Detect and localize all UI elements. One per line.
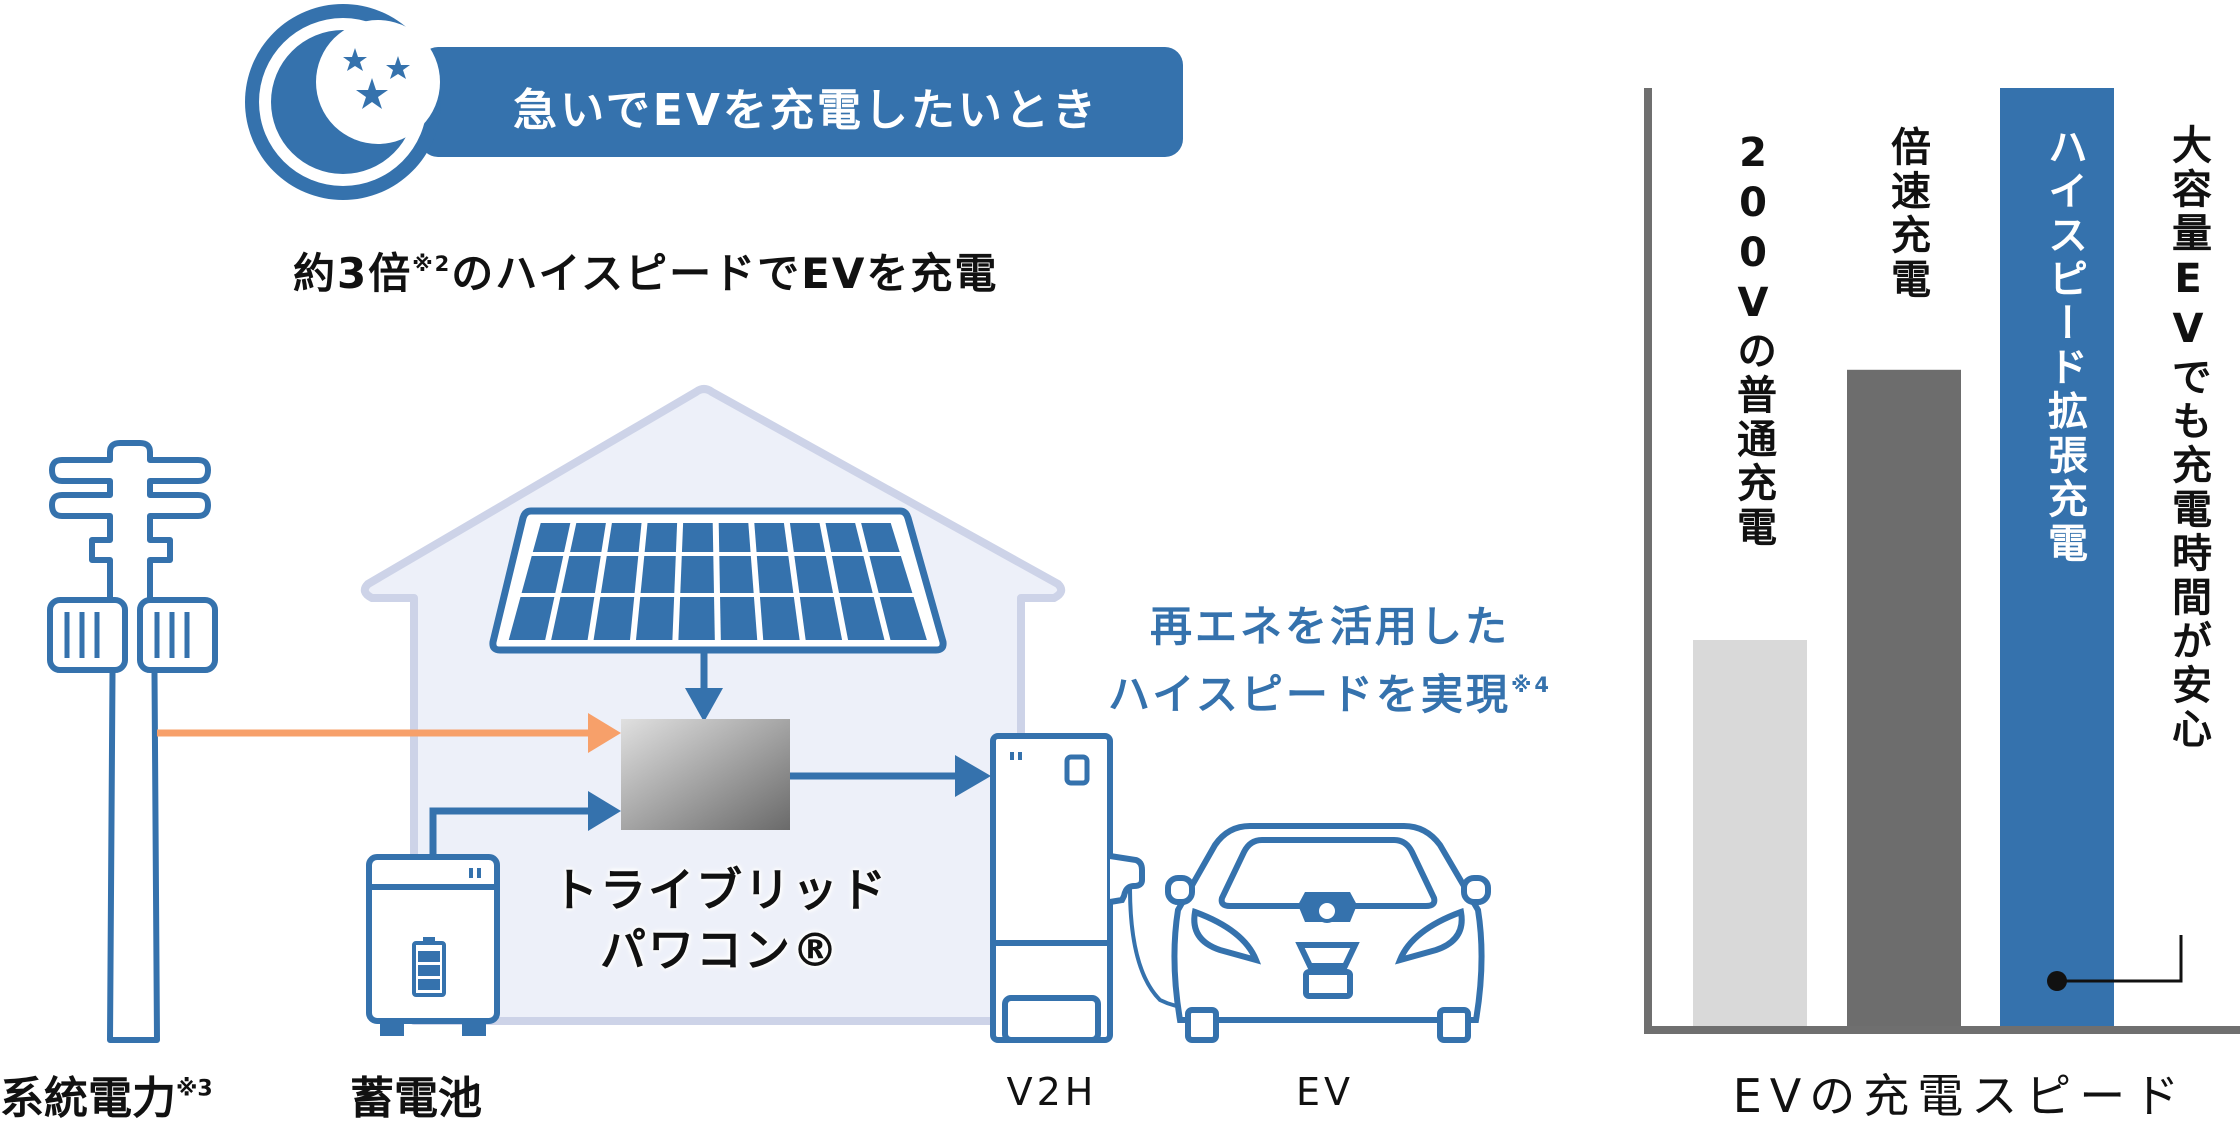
solar-cell [754,523,788,552]
ev-car-icon [1165,823,1491,1043]
footnote-ref: ※3 [176,1076,213,1102]
battery-label: 蓄電池 [350,1073,482,1122]
pcs-label-line2: パワコン® [600,923,840,977]
solar-cell [521,556,564,593]
solar-cell [825,523,863,552]
pcs-label-line1: トライブリッド [552,863,888,917]
solar-cell [635,597,675,640]
solar-cell [720,597,758,640]
renewable-line1: 再エネを活用した [1149,602,1510,651]
renewable-caption: 再エネを活用した ハイスピードを実現※4 [1030,598,1630,724]
annotation-bracket [2047,935,2183,991]
subtitle-post: のハイスピードでEVを充電 [451,249,999,298]
solar-cell [561,556,601,593]
solar-cell [644,523,678,552]
chart-xlabel: EVの充電スピード [1732,1069,2188,1122]
solar-cell [600,556,639,593]
solar-cell [680,556,714,593]
grid-label-text: 系統電力 [0,1073,176,1122]
solar-cell [799,597,843,640]
footnote-ref: ※4 [1510,673,1552,697]
bar-1 [1847,369,1961,1026]
badge-label: 急いでEVを充電したいとき [513,85,1099,136]
solar-cell [678,597,715,640]
grid-label: 系統電力※3 [0,1062,213,1122]
subtitle: 約3倍※2のハイスピードでEVを充電 [293,240,998,301]
bar-label-double: 倍速充電 [1884,126,1930,302]
solar-cell [719,556,754,593]
arrow-solar-to-pcs [685,650,723,722]
chart-axes [1644,88,2240,1034]
solar-cell [789,523,826,552]
solar-cell [756,556,794,593]
solar-cell [607,523,642,552]
ev-label: EV [1295,1070,1354,1114]
chart-annotation: 大容量EVでも充電時間が安心 [2165,124,2211,752]
solar-cell [794,556,834,593]
solar-cell [861,523,900,552]
bar-label-standard: 200Vの普通充電 [1730,130,1776,550]
solar-cell [593,597,635,640]
power-conditioner-box [621,719,790,830]
solar-cell [718,523,751,552]
arrow-pcs-to-v2h [790,755,991,797]
solar-cell [508,597,555,640]
badge [245,4,1183,200]
subtitle-pre: 約3倍 [293,249,413,298]
solar-cell [839,597,885,640]
bar-0 [1693,639,1807,1026]
footnote-ref: ※2 [412,252,452,277]
utility-pole-icon [47,440,218,1043]
v2h-charger-icon [990,733,1272,1043]
bar-2 [2000,88,2114,1026]
solar-cell [532,523,571,552]
solar-cell [759,597,800,640]
renewable-line2: ハイスピードを実現※4 [1030,656,1630,724]
solar-cell [681,523,714,552]
solar-cell [869,556,913,593]
renewable-line2-text: ハイスピードを実現 [1108,669,1511,719]
pcs-label: トライブリッド パワコン® [520,860,920,980]
bar-label-highspeed: ハイスピード拡張充電 [2041,126,2087,566]
storage-battery-icon [366,854,500,1036]
solar-cell [551,597,595,640]
v2h-label: V2H [1006,1070,1098,1114]
solar-cell [831,556,873,593]
arrow-battery-to-pcs [429,791,621,857]
solar-cell [879,597,927,640]
solar-cell [640,556,676,593]
moon-stars-icon [271,20,440,174]
arrow-grid-to-pcs [157,713,621,753]
solar-cell [570,523,606,552]
solar-panel-icon [489,507,947,654]
